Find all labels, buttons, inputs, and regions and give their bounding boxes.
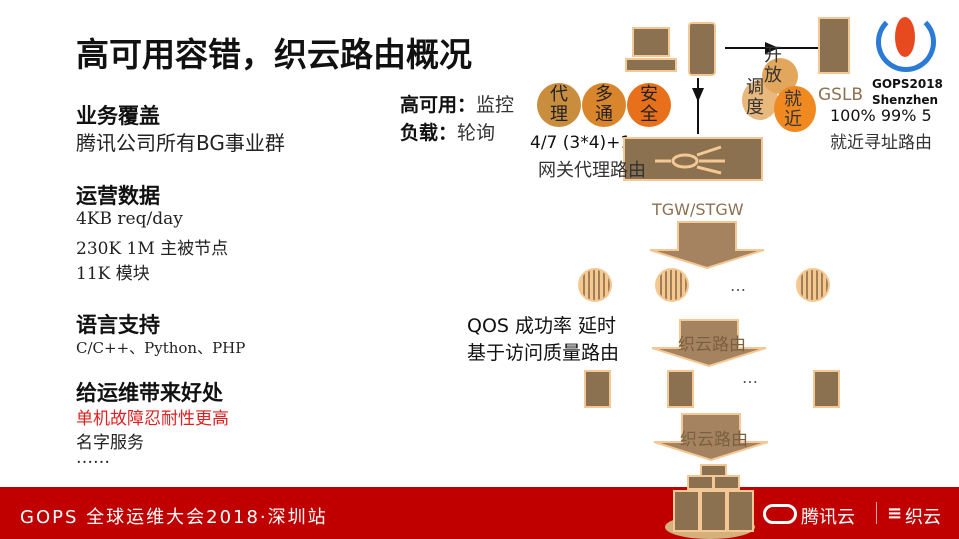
globe-icon [655, 268, 689, 302]
server-icon [713, 475, 740, 490]
server-icon [584, 370, 611, 408]
footer-brand-tencent: 腾讯云 [801, 507, 855, 528]
section-text: 4KB req/day [76, 209, 183, 229]
logo-city: Shenzhen [872, 93, 939, 107]
gateway-label: 网关代理路由 [538, 160, 646, 181]
big-arrow-icon [649, 221, 765, 270]
tencent-cloud-icon [763, 504, 797, 524]
gateway-router-icon [623, 137, 763, 181]
laptop-icon [632, 27, 670, 57]
section-text: C/C++、Python、PHP [76, 339, 246, 357]
phone-icon [688, 22, 716, 76]
zhiyun-icon: ≡ [887, 503, 903, 524]
server-icon [667, 370, 694, 408]
ratio-text: 4/7 (3*4)+1 [530, 133, 632, 153]
footer-event: GOPS 全球运维大会2018·深圳站 [20, 507, 328, 528]
circle-multi: 多通 [582, 83, 626, 127]
section-text: 单机故障忍耐性更高 [76, 409, 229, 429]
page-title: 高可用容错，织云路由概况 [76, 35, 472, 74]
section-heading: 给运维带来好处 [76, 381, 223, 405]
section-text: 230K 1M 主被节点 [76, 239, 229, 259]
arrow-right-icon [725, 42, 819, 54]
gslb-label: GSLB [818, 85, 864, 105]
server-icon [813, 370, 840, 408]
circle-proxy: 代理 [537, 83, 581, 127]
globe-icon [796, 268, 830, 302]
server-icon [673, 490, 700, 532]
section-heading: 运营数据 [76, 184, 160, 208]
ha-line: 高可用：监控 [400, 94, 515, 116]
gslb-server-icon [818, 17, 850, 74]
server-icon [700, 490, 727, 532]
section-heading: 业务覆盖 [76, 104, 160, 128]
lb-line: 负载：轮询 [400, 122, 496, 144]
footer-bar [0, 487, 959, 539]
route-label: 织云路由 [678, 335, 746, 355]
big-arrow-icon [653, 413, 769, 462]
section-text: …… [76, 448, 110, 468]
route-label: 织云路由 [680, 430, 748, 450]
section-text: 腾讯公司所有BG事业群 [76, 131, 285, 155]
gslb-desc: 就近寻址路由 [830, 133, 932, 153]
big-arrow-icon [651, 319, 767, 368]
globe-icon [578, 268, 612, 302]
section-text: 名字服务 [76, 433, 144, 453]
gslb-stats: 100% 99% 5 [830, 106, 932, 125]
logo-name: GOPS2018 [872, 77, 943, 91]
laptop-base [625, 58, 677, 72]
divider [876, 502, 877, 524]
arrow-down-icon [692, 78, 704, 134]
section-text: 11K 模块 [76, 264, 150, 284]
gops-logo [876, 12, 936, 72]
qos-line: 基于访问质量路由 [467, 342, 620, 364]
tgw-label: TGW/STGW [652, 200, 744, 219]
section-heading: 语言支持 [76, 313, 160, 337]
server-icon [687, 475, 714, 490]
server-icon [727, 490, 754, 532]
circle-security: 安全 [627, 83, 671, 127]
qos-line: QOS 成功率 延时 [467, 315, 617, 337]
ellipsis: … [730, 276, 746, 295]
footer-brand-zhiyun: 织云 [905, 507, 941, 528]
ellipsis: … [742, 368, 758, 387]
gears-icon: 开放 调度 就近 [742, 46, 832, 138]
